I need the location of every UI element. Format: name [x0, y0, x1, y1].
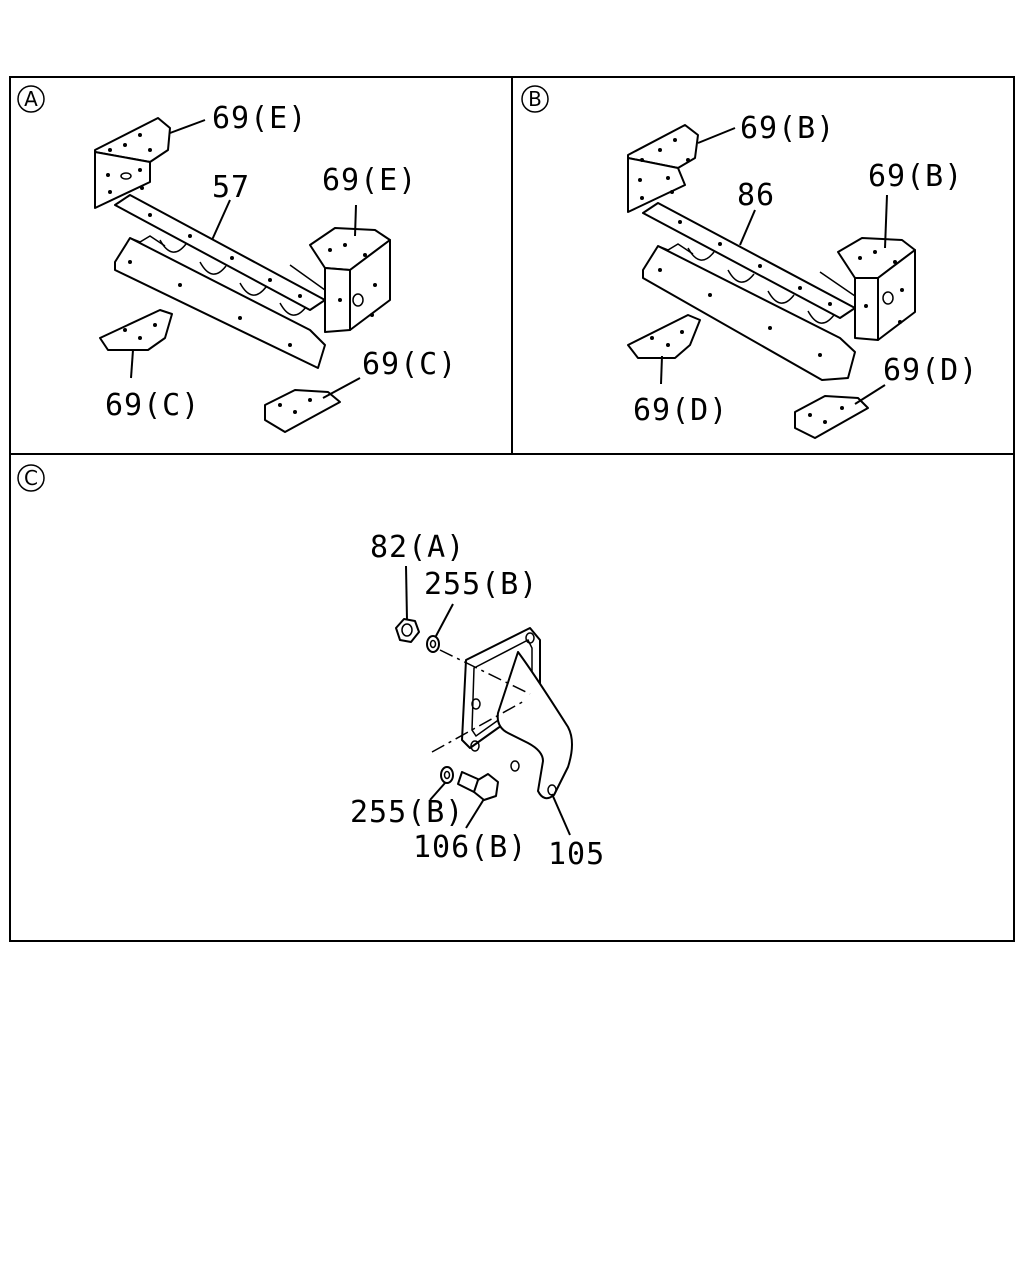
bolt-106b [457, 771, 499, 801]
label-105: 105 [548, 837, 605, 872]
label-69d-left: 69(D) [633, 393, 728, 428]
panel-b-leaders [660, 127, 888, 405]
bracket-105 [461, 627, 573, 800]
panel-b-marker: B [521, 85, 549, 113]
label-82a: 82(A) [370, 530, 465, 565]
plate-69c-right [264, 389, 341, 433]
panel-a-leaders [130, 119, 361, 399]
label-255b-lower: 255(B) [350, 795, 464, 830]
panel-b: B [521, 85, 978, 439]
bracket-69b-right [819, 237, 916, 341]
label-69b-top: 69(B) [740, 111, 835, 146]
bracket-69e-left [94, 117, 171, 209]
svg-text:A: A [24, 87, 38, 111]
label-69c-right: 69(C) [362, 347, 457, 382]
label-255b-upper: 255(B) [424, 567, 538, 602]
nut-82a [395, 618, 420, 643]
bracket-69b-left [627, 124, 699, 213]
panel-a: A [17, 85, 457, 433]
label-69e-top: 69(E) [212, 101, 307, 136]
panel-c-centerlines [431, 649, 531, 753]
crossmember-57 [114, 194, 326, 369]
label-69d-right: 69(D) [883, 353, 978, 388]
label-69b-right: 69(B) [868, 159, 963, 194]
washer-255b-lower [440, 766, 454, 784]
panel-a-marker: A [17, 85, 45, 113]
svg-text:C: C [24, 466, 38, 490]
plate-69d-right [794, 395, 869, 439]
label-57: 57 [212, 170, 250, 205]
plate-69d-left [627, 314, 701, 359]
label-106b: 106(B) [413, 830, 527, 865]
bracket-69e-right [289, 227, 391, 333]
plate-69c-left [99, 309, 173, 351]
panel-c: C [17, 464, 605, 872]
label-69e-right: 69(E) [322, 163, 417, 198]
diagram-frame [9, 76, 1015, 942]
panel-b-holes [638, 138, 904, 424]
panel-c-leaders [405, 565, 571, 836]
panel-c-marker: C [17, 464, 45, 492]
label-69c-left: 69(C) [105, 388, 200, 423]
panel-a-holes [106, 133, 377, 414]
label-86: 86 [737, 178, 775, 213]
svg-text:B: B [528, 87, 542, 111]
washer-255b-upper [426, 635, 440, 653]
